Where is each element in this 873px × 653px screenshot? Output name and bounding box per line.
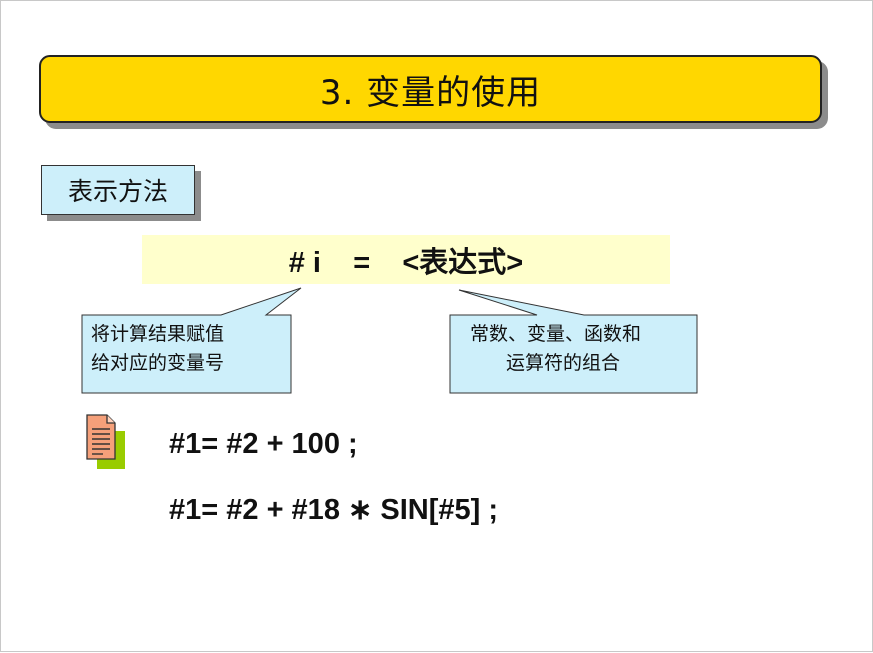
callout-left-line-2: 给对应的变量号 [91, 352, 225, 374]
formula-box: # i = <表达式> [142, 235, 670, 284]
section-label-box: 表示方法 [41, 165, 195, 215]
section-label: 表示方法 [67, 177, 168, 206]
callout-right-shape [449, 289, 698, 394]
title-bar: 3. 变量的使用 [39, 55, 822, 123]
callout-right-line-2: 运算符的组合 [506, 352, 621, 374]
callout-left-line-1: 将计算结果赋值 [91, 323, 225, 345]
formula-text: # i = <表达式> [288, 246, 524, 279]
slide-title: 3. 变量的使用 [319, 72, 542, 113]
callout-right-line-1: 常数、变量、函数和 [470, 323, 642, 345]
example-line-1: #1= #2 + 100 ; [169, 428, 358, 460]
document-icon [86, 414, 125, 469]
callout-left-shape [81, 287, 302, 394]
example-line-2: #1= #2 + #18 ∗ SIN[#5] ; [169, 494, 498, 526]
